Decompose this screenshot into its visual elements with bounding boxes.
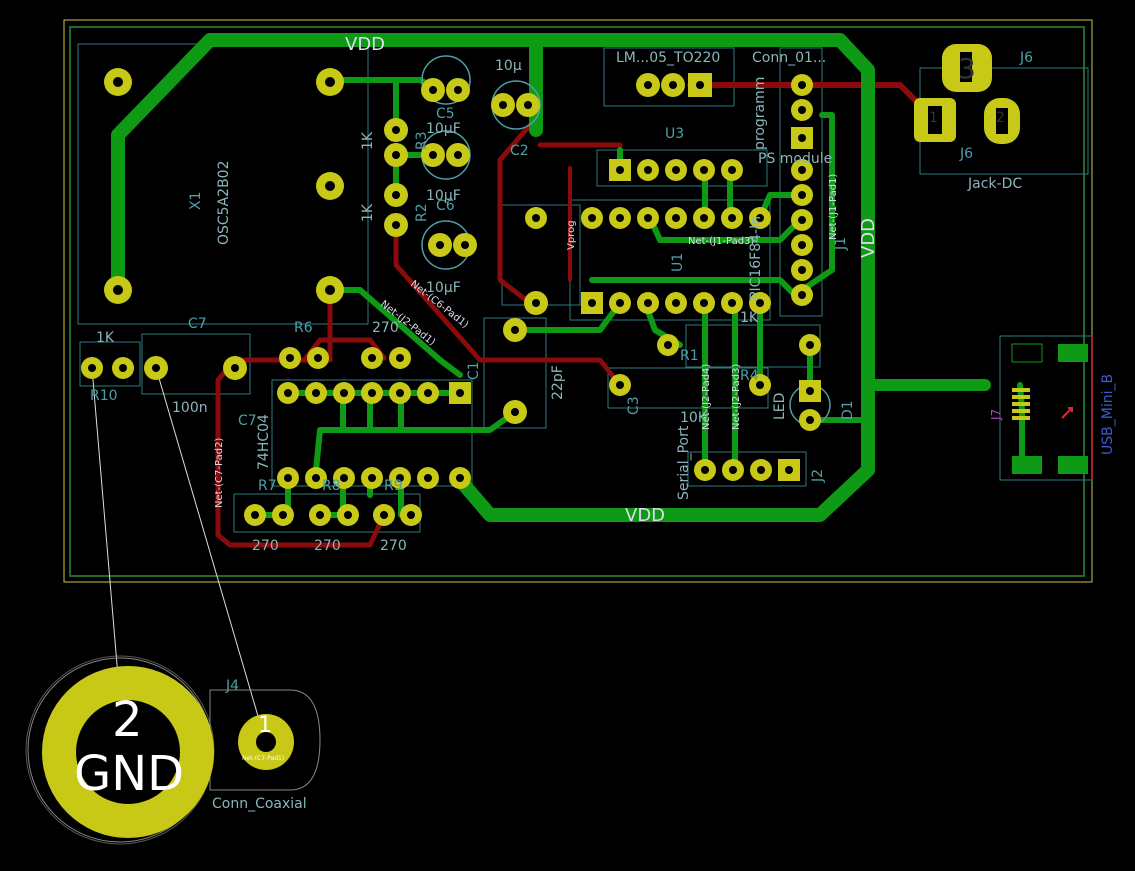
j6-pads xyxy=(914,44,1020,144)
net-j2-pad3-label: Net-(J2-Pad3) xyxy=(731,364,742,430)
vdd-label-top: VDD xyxy=(345,34,385,55)
r4-value: 1K xyxy=(740,310,759,326)
c7-ref-lower: C7 xyxy=(238,413,257,429)
j1-ref: J1 xyxy=(833,237,849,251)
u2-value: 74HC04 xyxy=(256,414,272,470)
c6-ref: C6 xyxy=(436,198,455,214)
prog-line-1: programm xyxy=(752,77,768,150)
c6-value-lower: 10µF xyxy=(426,280,461,296)
vdd-label-right: VDD xyxy=(858,218,879,258)
back-copper-traces xyxy=(111,33,1025,522)
ratsnest xyxy=(91,367,266,741)
c6-value: 10µF xyxy=(426,188,461,204)
x1-value: OSC5A2B02 xyxy=(216,161,232,246)
vdd-label-bottom: VDD xyxy=(625,505,665,526)
c5-ref: C5 xyxy=(436,106,455,122)
j6-pin1-label: 1 xyxy=(929,110,938,126)
u1-value: PIC16F84-In xyxy=(748,216,764,300)
j6-ref: J6 xyxy=(1019,50,1033,66)
r1-value: 10K xyxy=(680,410,708,426)
r2-value: 1K xyxy=(360,203,376,222)
d1-ref: D1 xyxy=(840,400,856,420)
r7-r8-r9-pads xyxy=(244,504,422,526)
j2-ref: J2 xyxy=(810,469,826,483)
u3-pads xyxy=(636,73,712,97)
r9-value: 270 xyxy=(380,538,407,554)
r9-ref: R9 xyxy=(384,478,403,494)
c1-c3-r1-r4-d1-pads xyxy=(503,318,831,431)
j4-pin2-name: GND xyxy=(74,746,184,802)
c1-value: 22pF xyxy=(550,365,566,400)
c5-value: 10µF xyxy=(426,121,461,137)
r10-ref: R10 xyxy=(90,388,118,404)
j4-pin2-num: 2 xyxy=(112,692,143,748)
d1-value: LED xyxy=(772,393,788,420)
c7-ref: C7 xyxy=(188,316,207,332)
j4-pin1-num: 1 xyxy=(258,713,272,738)
u2-pads xyxy=(277,382,471,489)
r8-ref: R8 xyxy=(322,478,341,494)
c1-ref: C1 xyxy=(466,361,482,380)
u1-pads xyxy=(524,207,771,315)
r5-value: 270 xyxy=(372,320,399,336)
j2-pads xyxy=(694,459,800,481)
r4-ref: R4 xyxy=(740,368,759,384)
board-edge xyxy=(63,19,1093,583)
c2-value: 10µ xyxy=(495,58,522,74)
r8-value: 270 xyxy=(314,538,341,554)
j4-pin1-net: Net-(C7-Pad1) xyxy=(242,755,284,762)
header-row-pads xyxy=(609,159,743,181)
j2-value: Serial_Port xyxy=(676,425,692,500)
u3-value: LM...05_TO220 xyxy=(616,50,720,66)
r2-ref: R2 xyxy=(414,203,430,222)
conn-top-pads xyxy=(791,74,813,149)
j1-pads xyxy=(791,159,813,306)
r10-value: 1K xyxy=(96,330,115,346)
pads xyxy=(27,44,1088,843)
j4-pads xyxy=(27,657,321,843)
net-j1-pad3-label: Net-(J1-Pad3) xyxy=(688,236,754,247)
usb-ref: J7 xyxy=(989,409,1003,421)
r3-value: 1K xyxy=(360,131,376,150)
r5-r6-pads xyxy=(279,347,411,369)
c3-ref: C3 xyxy=(626,396,642,415)
u1-ref: U1 xyxy=(670,253,686,272)
r10-c7-pads xyxy=(81,356,247,380)
r1-ref: R1 xyxy=(680,348,699,364)
j4-ref: J4 xyxy=(225,678,239,694)
u3-ref: U3 xyxy=(665,126,684,142)
c2-ref: C2 xyxy=(510,143,529,159)
r3-ref: R3 xyxy=(414,131,430,150)
net-j1-pad1-label: Net-(J1-Pad1) xyxy=(828,174,839,240)
j4-value: Conn_Coaxial xyxy=(212,796,307,812)
usb-value: USB_Mini_B xyxy=(1100,374,1116,455)
prog-line-2: PS module xyxy=(758,151,832,167)
j6-pin2-label: 2 xyxy=(996,110,1005,126)
r2-r3-c5-c6-pads xyxy=(384,55,541,270)
x1-pads xyxy=(104,68,344,304)
r6-ref: R6 xyxy=(294,320,313,336)
r7-value: 270 xyxy=(252,538,279,554)
usb-arrow-marker xyxy=(1061,407,1073,419)
j6-pin3-label: 3 xyxy=(958,52,976,85)
silkscreen-labels: X1 OSC5A2B02 C5 10µF C6 10µF 10µF 10µ C2… xyxy=(74,50,1116,812)
vdd-net-labels: VDD VDD VDD xyxy=(345,34,879,526)
conn-top-value: Conn_01... xyxy=(752,50,826,66)
j6-ref-lower: J6 xyxy=(959,146,973,162)
vprog-label: Vprog xyxy=(566,220,577,250)
x1-ref: X1 xyxy=(188,192,204,211)
r7-ref: R7 xyxy=(258,478,277,494)
net-c7-pad2-label: Net-(C7-Pad2) xyxy=(214,438,225,508)
net-labels: Net-(C6-Pad1) Net-(J2-Pad1) Net-(J1-Pad3… xyxy=(214,174,839,508)
usb-pads xyxy=(1011,343,1088,474)
j6-value: Jack-DC xyxy=(967,176,1022,192)
net-j2-pad4-label: Net-(J2-Pad4) xyxy=(701,364,712,430)
c7-value: 100n xyxy=(172,400,208,416)
